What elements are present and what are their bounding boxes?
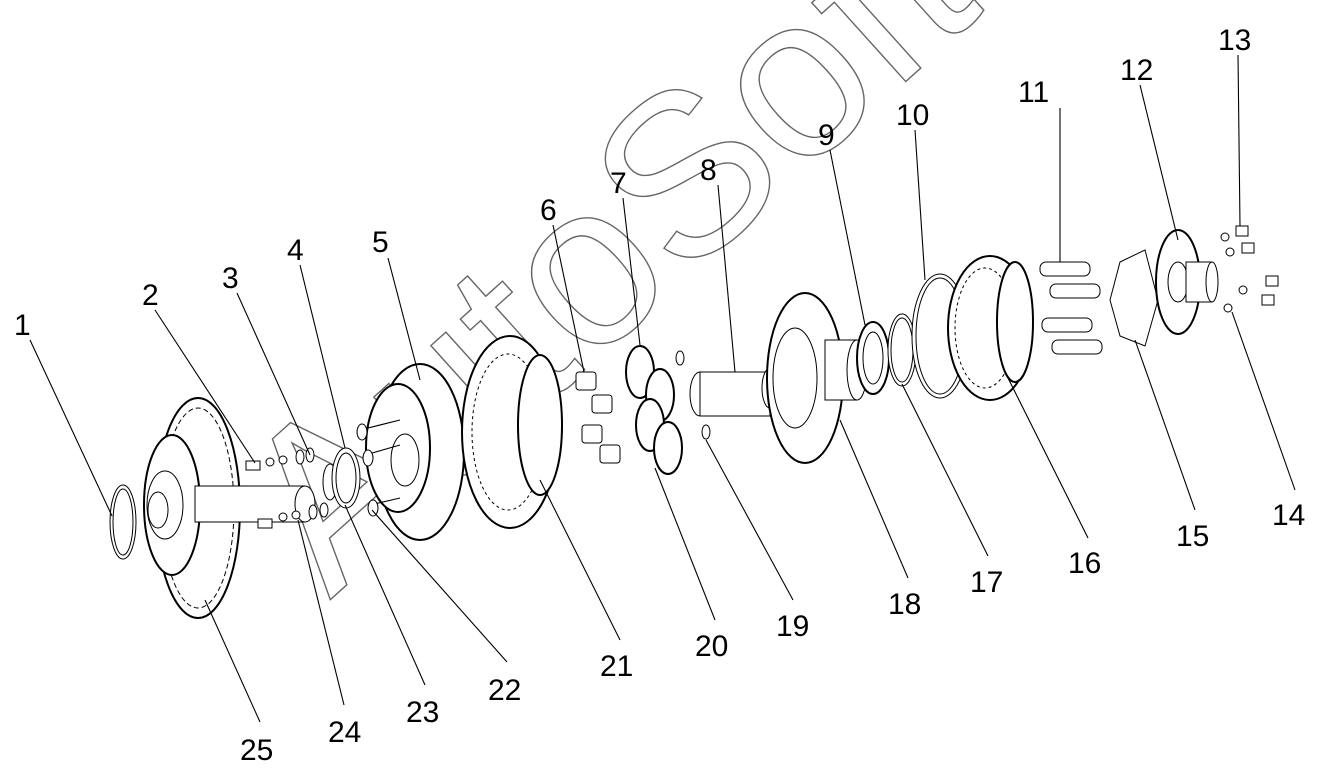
part-9-bearing	[856, 321, 890, 395]
callout-21: 21	[600, 650, 633, 683]
callout-3: 3	[222, 262, 239, 295]
part-4-seal-ring	[322, 447, 361, 509]
part-1-snap-ring	[109, 484, 137, 560]
callout-13: 13	[1218, 24, 1251, 57]
part-19-thrust-washers	[675, 350, 711, 440]
callout-numbers: 1 2 3 4 5 6 7 8 9 10 11 12 13 14 15 16 1…	[14, 24, 1305, 767]
part-18-carrier-gear	[766, 292, 868, 464]
part-3-washers	[295, 447, 329, 520]
part-25-output-gear	[143, 397, 316, 619]
callout-18: 18	[888, 588, 921, 621]
callout-11: 11	[1018, 76, 1049, 109]
part-12-flange	[1155, 229, 1219, 335]
callout-8: 8	[700, 154, 717, 187]
callout-25: 25	[240, 734, 273, 767]
callout-1: 1	[14, 309, 31, 342]
leader-lines	[29, 54, 1296, 723]
callout-7: 7	[610, 167, 627, 200]
part-21-ring-gear	[461, 335, 563, 529]
callout-16: 16	[1068, 547, 1101, 580]
part-14-washers	[1220, 232, 1248, 313]
callout-12: 12	[1120, 54, 1153, 87]
callout-24: 24	[328, 716, 361, 749]
part-6-needle-bearings	[575, 371, 621, 464]
part-17-snap-ring	[887, 313, 917, 387]
callout-10: 10	[896, 99, 929, 132]
callout-6: 6	[540, 194, 557, 227]
callout-17: 17	[970, 566, 1003, 599]
callout-19: 19	[776, 610, 809, 643]
part-2-bolts	[245, 455, 301, 529]
callout-5: 5	[372, 226, 389, 259]
callout-2: 2	[142, 279, 159, 312]
callout-20: 20	[695, 630, 728, 663]
part-15-thrust-plate	[1109, 249, 1159, 347]
part-8-sun-gear-shaft	[689, 367, 779, 417]
callout-23: 23	[406, 696, 439, 729]
watermark: AutoSoft	[191, 0, 1019, 636]
callout-9: 9	[818, 119, 835, 152]
callout-15: 15	[1176, 520, 1209, 553]
part-13-bolts	[1235, 225, 1279, 306]
callout-4: 4	[287, 234, 304, 267]
part-7-planet-gears	[625, 345, 683, 475]
part-16-outer-ring-gear	[947, 255, 1034, 401]
callout-14: 14	[1272, 499, 1305, 532]
callout-22: 22	[488, 674, 521, 707]
part-11-pins	[1039, 261, 1103, 355]
part-5-planet-carrier	[356, 363, 465, 541]
